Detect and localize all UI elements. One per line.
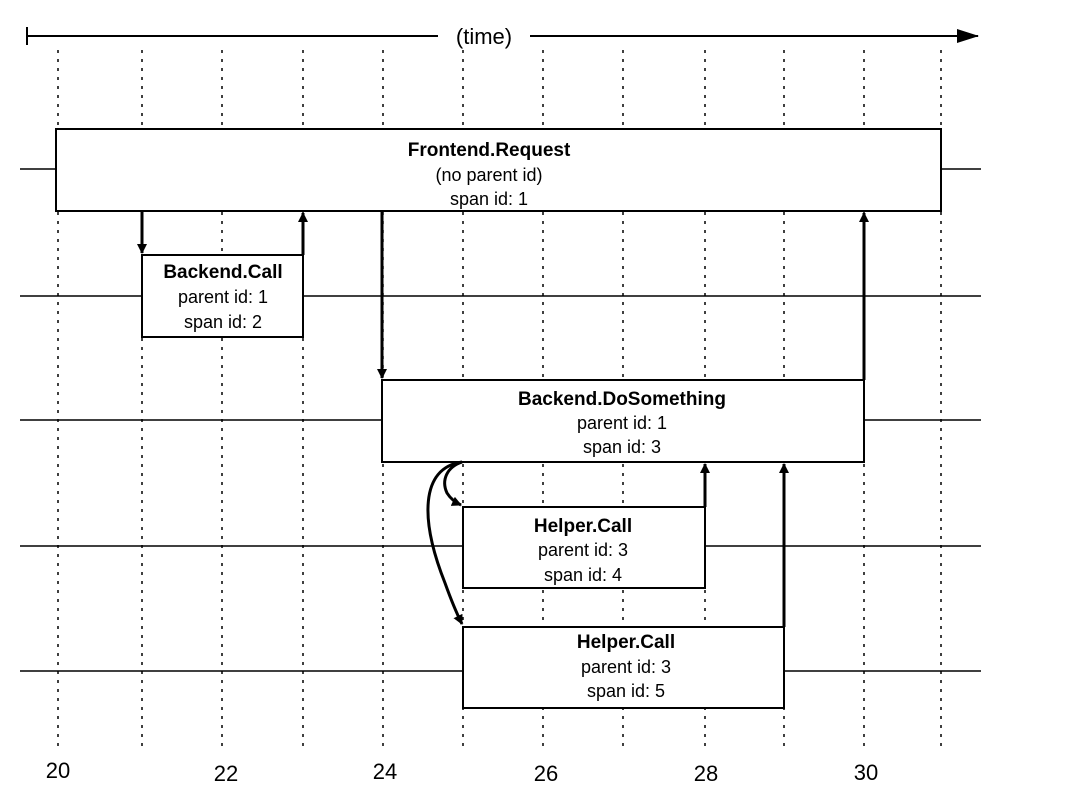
span-title: Helper.Call (577, 632, 675, 653)
time-axis-label: (time) (456, 24, 512, 49)
span-parent-id: (no parent id) (435, 165, 542, 185)
tick-label-28: 28 (694, 761, 718, 786)
span-box (462, 506, 706, 589)
span-parent-id: parent id: 1 (178, 287, 268, 307)
span-box (141, 254, 304, 338)
span-frontend-request: Frontend.Request (no parent id) span id:… (55, 128, 942, 212)
tick-label-30: 30 (854, 760, 878, 785)
span-parent-id: parent id: 3 (538, 540, 628, 560)
tick-label-20: 20 (46, 758, 70, 783)
span-id: span id: 4 (544, 565, 622, 585)
swimlanes (20, 168, 981, 672)
span-title: Backend.DoSomething (518, 389, 726, 410)
span-helper-call-4: Helper.Call parent id: 3 span id: 4 (462, 506, 706, 589)
arrow-call-span4 (443, 460, 463, 507)
span-helper-call-5: Helper.Call parent id: 3 span id: 5 (462, 626, 785, 709)
time-axis: (time) (26, 24, 979, 49)
tick-label-22: 22 (214, 761, 238, 786)
span-title: Backend.Call (163, 262, 282, 283)
span-id: span id: 2 (184, 312, 262, 332)
span-id: span id: 3 (583, 437, 661, 457)
span-id: span id: 5 (587, 681, 665, 701)
span-box (462, 626, 785, 709)
span-box (55, 128, 942, 212)
span-parent-id: parent id: 1 (577, 413, 667, 433)
span-box (381, 379, 865, 463)
span-parent-id: parent id: 3 (581, 657, 671, 677)
span-id: span id: 1 (450, 189, 528, 209)
span-title: Helper.Call (534, 516, 632, 537)
call-arrows (137, 211, 869, 627)
span-backend-dosomething: Backend.DoSomething parent id: 1 span id… (381, 379, 865, 463)
span-backend-call: Backend.Call parent id: 1 span id: 2 (141, 254, 304, 338)
tick-label-24: 24 (373, 759, 397, 784)
tick-label-26: 26 (534, 761, 558, 786)
tick-labels: 20 22 24 26 28 30 (46, 758, 878, 786)
arrow-call-span5 (426, 460, 464, 625)
span-title: Frontend.Request (408, 140, 571, 161)
